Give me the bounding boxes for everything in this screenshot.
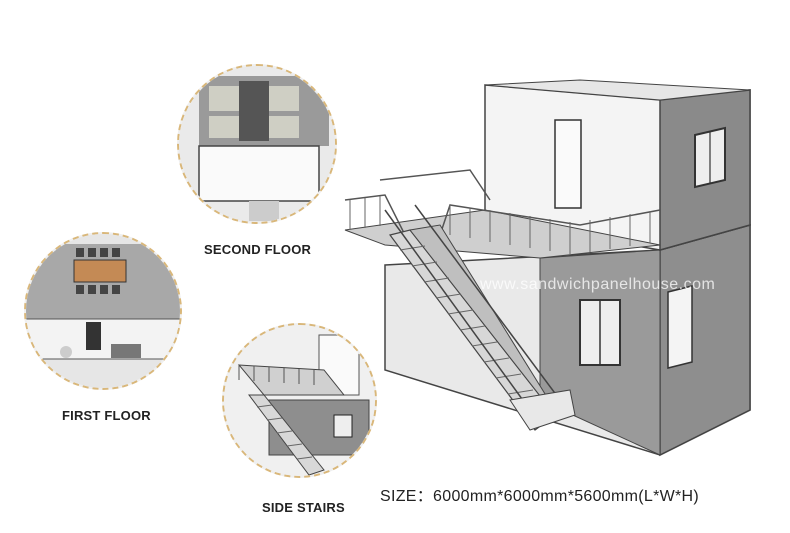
house-illustration	[344, 79, 751, 457]
first-floor-plan-image	[24, 232, 182, 390]
side-stairs-image	[222, 323, 377, 478]
watermark: www.sandwichpanelhouse.com	[480, 276, 716, 293]
side-stairs-label: SIDE STAIRS	[262, 500, 345, 515]
first-floor-label: FIRST FLOOR	[62, 408, 151, 423]
second-floor-plan-image	[177, 64, 337, 224]
second-floor-label: SECOND FLOOR	[204, 242, 312, 257]
size-text: SIZE：6000mm*6000mm*5600mm(L*W*H)	[380, 488, 700, 505]
